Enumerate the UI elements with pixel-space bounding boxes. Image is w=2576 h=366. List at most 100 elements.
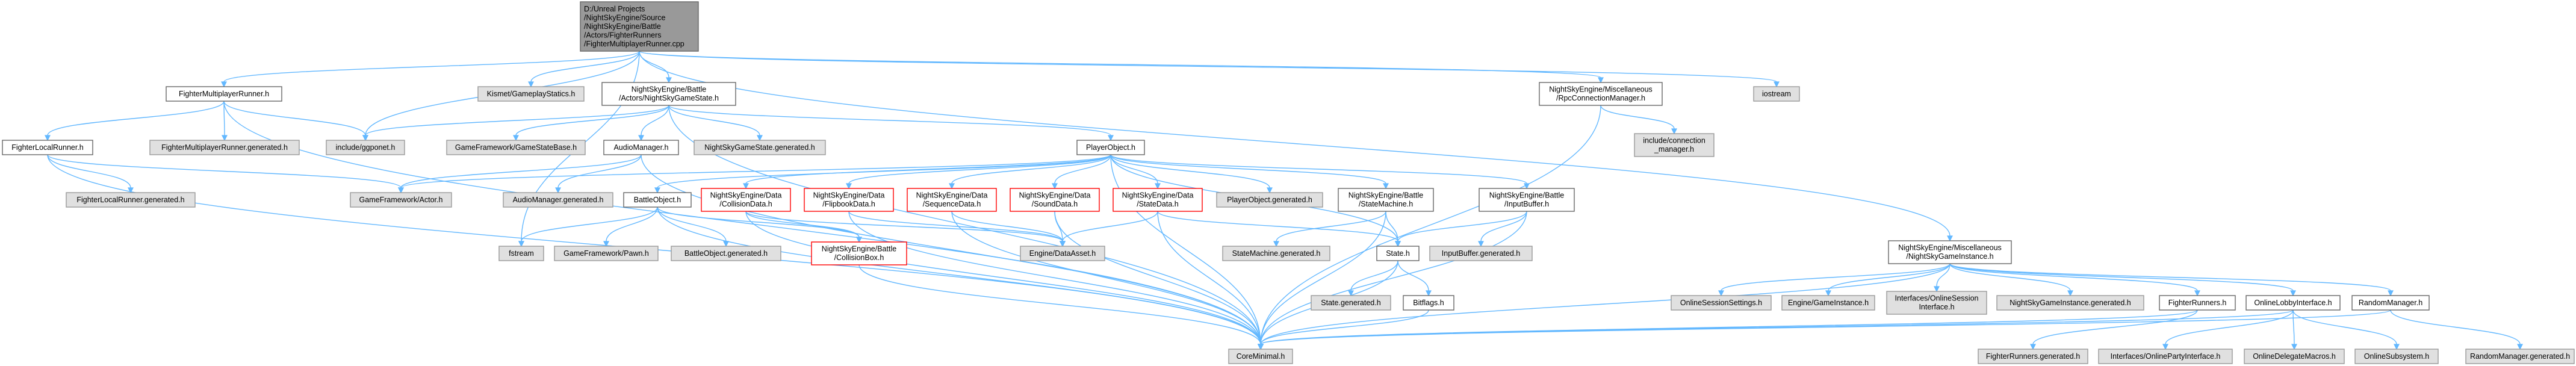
node-box (1216, 192, 1323, 208)
node-state_data[interactable]: NightSkyEngine/Data/StateData.h (1113, 188, 1203, 212)
node-label: State.generated.h (1321, 299, 1380, 307)
node-oss_settings[interactable]: OnlineSessionSettings.h (1671, 295, 1772, 311)
node-fstream[interactable]: fstream (498, 246, 544, 261)
node-seq_data[interactable]: NightSkyEngine/Data/SequenceData.h (907, 188, 997, 212)
node-label: NightSkyEngine/Battle (1489, 191, 1564, 200)
node-box (350, 192, 452, 208)
node-box (149, 140, 300, 155)
node-state_h[interactable]: State.h (1376, 246, 1420, 261)
edge-root-to-iostream (639, 51, 1780, 88)
node-sm_gen[interactable]: StateMachine.generated.h (1222, 246, 1330, 261)
node-box (2245, 295, 2341, 311)
node-nsgs_h[interactable]: NightSkyEngine/Battle/Actors/NightSkyGam… (601, 82, 736, 106)
node-ggponet[interactable]: include/ggponet.h (326, 140, 405, 155)
node-label: Interfaces/OnlinePartyInterface.h (2111, 352, 2221, 361)
node-box (1429, 246, 1533, 261)
node-eng_gameinst[interactable]: Engine/GameInstance.h (1781, 295, 1875, 311)
node-box (1479, 188, 1575, 212)
node-audiomgr_h[interactable]: AudioManager.h (603, 140, 679, 155)
edge-nsgi_h-to-oss_settings (1718, 263, 1951, 297)
node-box (166, 86, 282, 102)
node-if_onlineparty[interactable]: Interfaces/OnlinePartyInterface.h (2098, 349, 2233, 364)
node-fighterrunners_h[interactable]: FighterRunners.h (2159, 295, 2236, 311)
node-label: /NightSkyGameInstance.h (1906, 252, 1993, 261)
edge-playerobj_h-to-po_gen (1110, 154, 1273, 194)
node-box (477, 86, 585, 102)
node-label: _manager.h (1654, 145, 1694, 154)
edge-seq_data-to-eng_dataasset (951, 211, 1066, 247)
node-fmr_h[interactable]: FighterMultiplayerRunner.h (166, 86, 282, 102)
node-box (811, 241, 907, 265)
node-eng_dataasset[interactable]: Engine/DataAsset.h (1020, 246, 1105, 261)
node-box (1634, 133, 1715, 157)
edge-collbox_h-to-coreminimal (858, 264, 1264, 350)
node-ib_h[interactable]: NightSkyEngine/Battle/InputBuffer.h (1479, 188, 1575, 212)
node-label: NightSkyGameInstance.generated.h (2010, 299, 2131, 307)
node-state_gen[interactable]: State.generated.h (1311, 295, 1391, 311)
node-box (1020, 246, 1105, 261)
edge-flr_h-to-flr_gen (47, 154, 134, 194)
edge-audiomgr_h-to-audiomgr_gen (555, 154, 642, 194)
node-box (907, 188, 997, 212)
node-label: State.h (1386, 249, 1410, 258)
node-coreminimal[interactable]: CoreMinimal.h (1228, 349, 1293, 364)
node-gf_actor[interactable]: GameFramework/Actor.h (350, 192, 452, 208)
node-box (2354, 349, 2439, 364)
node-fr_gen[interactable]: FighterRunners.generated.h (1978, 349, 2088, 364)
node-conn_mgr[interactable]: include/connection_manager.h (1634, 133, 1715, 157)
node-box (1996, 295, 2144, 311)
node-po_gen[interactable]: PlayerObject.generated.h (1216, 192, 1323, 208)
node-label: /Actors/FighterRunners (584, 31, 662, 39)
node-ib_gen[interactable]: InputBuffer.generated.h (1429, 246, 1533, 261)
node-odm[interactable]: OnlineDelegateMacros.h (2244, 349, 2345, 364)
node-rpc_h[interactable]: NightSkyEngine/Miscellaneous/RpcConnecti… (1539, 82, 1663, 106)
node-flr_h[interactable]: FighterLocalRunner.h (2, 140, 93, 155)
node-label: /CollisionBox.h (834, 253, 884, 262)
node-collbox_h[interactable]: NightSkyEngine/Battle/CollisionBox.h (811, 241, 907, 265)
node-label: FighterRunners.h (2168, 299, 2227, 307)
edge-nsgi_h-to-eng_gameinst (1825, 263, 1951, 297)
node-box (66, 192, 196, 208)
edge-nsgs_h-to-gf_gsbase (513, 105, 669, 141)
node-kismet[interactable]: Kismet/GameplayStatics.h (477, 86, 585, 102)
node-box (2244, 349, 2345, 364)
node-osubsys[interactable]: OnlineSubsystem.h (2354, 349, 2439, 364)
node-iostream[interactable]: iostream (1753, 86, 1800, 102)
node-label: Kismet/GameplayStatics.h (487, 90, 576, 98)
edge-ib_h-to-ib_gen (1478, 211, 1527, 247)
node-flr_gen[interactable]: FighterLocalRunner.generated.h (66, 192, 196, 208)
node-label: /Actors/NightSkyGameState.h (619, 94, 719, 102)
node-box (580, 1, 699, 52)
edge-nsgs_h-to-playerobj_h (668, 105, 1114, 141)
node-olobby_h[interactable]: OnlineLobbyInterface.h (2245, 295, 2341, 311)
node-flip_data[interactable]: NightSkyEngine/Data/FlipbookData.h (804, 188, 894, 212)
node-box (1403, 295, 1454, 311)
node-label: Interfaces/OnlineSession (1895, 294, 1979, 303)
node-sound_data[interactable]: NightSkyEngine/Data/SoundData.h (1010, 188, 1100, 212)
node-box (1888, 240, 2012, 264)
node-bitflags_h[interactable]: Bitflags.h (1403, 295, 1454, 311)
edge-root-to-fmr_h (221, 51, 640, 88)
node-randmgr_h[interactable]: RandomManager.h (2351, 295, 2430, 311)
node-nsgi_gen[interactable]: NightSkyGameInstance.generated.h (1996, 295, 2144, 311)
node-playerobj_h[interactable]: PlayerObject.h (1076, 140, 1145, 155)
node-nsgs_gen[interactable]: NightSkyGameState.generated.h (694, 140, 826, 155)
node-box (1539, 82, 1663, 106)
edge-nsgi_h-to-olobby_h (1949, 263, 2296, 297)
edge-playerobj_h-to-seq_data (949, 154, 1111, 190)
node-box (2465, 349, 2575, 364)
node-bo_gen[interactable]: BattleObject.generated.h (671, 246, 781, 261)
node-label: /StateData.h (1137, 200, 1179, 208)
node-coll_data[interactable]: NightSkyEngine/Data/CollisionData.h (701, 188, 791, 212)
node-sm_h[interactable]: NightSkyEngine/Battle/StateMachine.h (1338, 188, 1434, 212)
node-label: CoreMinimal.h (1237, 352, 1285, 361)
node-rm_gen[interactable]: RandomManager.generated.h (2465, 349, 2575, 364)
edge-state_data-to-eng_dataasset (1060, 211, 1158, 247)
node-battleobj_h[interactable]: BattleObject.h (623, 192, 692, 208)
node-fmr_gen[interactable]: FighterMultiplayerRunner.generated.h (149, 140, 300, 155)
node-audiomgr_gen[interactable]: AudioManager.generated.h (503, 192, 613, 208)
node-gf_pawn[interactable]: GameFramework/Pawn.h (554, 246, 659, 261)
node-gf_gsbase[interactable]: GameFramework/GameStateBase.h (446, 140, 586, 155)
node-nsgi_h[interactable]: NightSkyEngine/Miscellaneous/NightSkyGam… (1888, 240, 2012, 264)
